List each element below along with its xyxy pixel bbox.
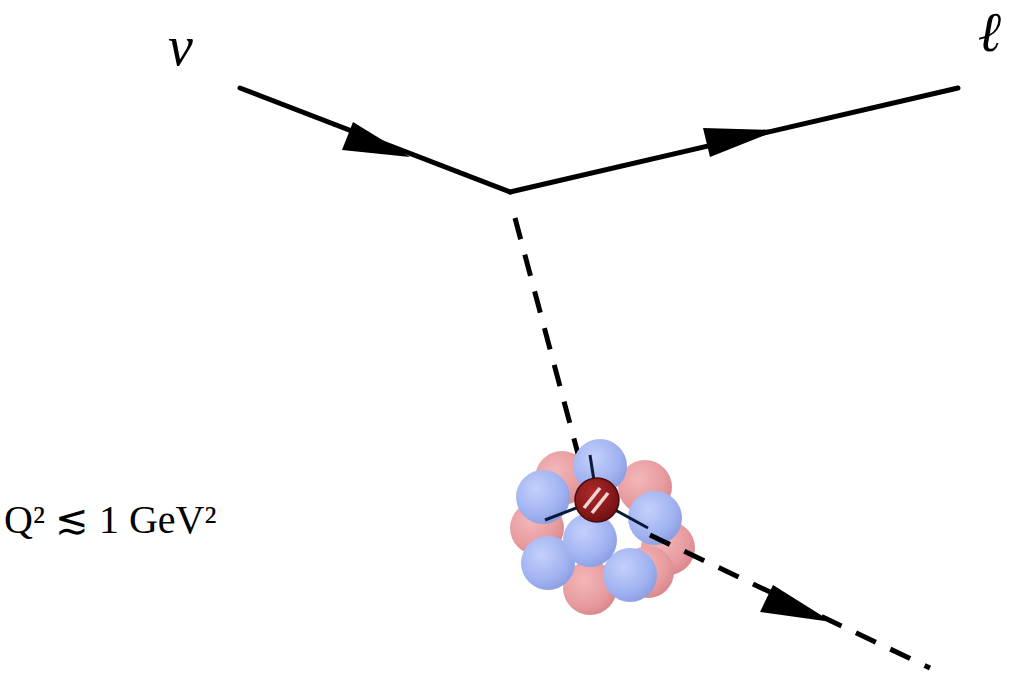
arrowhead (342, 122, 410, 157)
arrowhead (760, 585, 832, 622)
boson-line (515, 218, 585, 480)
particle-label: ν (168, 18, 193, 74)
outgoing-line (650, 535, 930, 668)
particle-label: ℓ (978, 4, 1001, 60)
neutrino-line (240, 88, 510, 192)
arrowhead (703, 128, 778, 157)
nucleus (510, 439, 695, 615)
kinematics-label: Q² ≲ 1 GeV² (4, 500, 216, 540)
lepton-line (510, 88, 958, 192)
